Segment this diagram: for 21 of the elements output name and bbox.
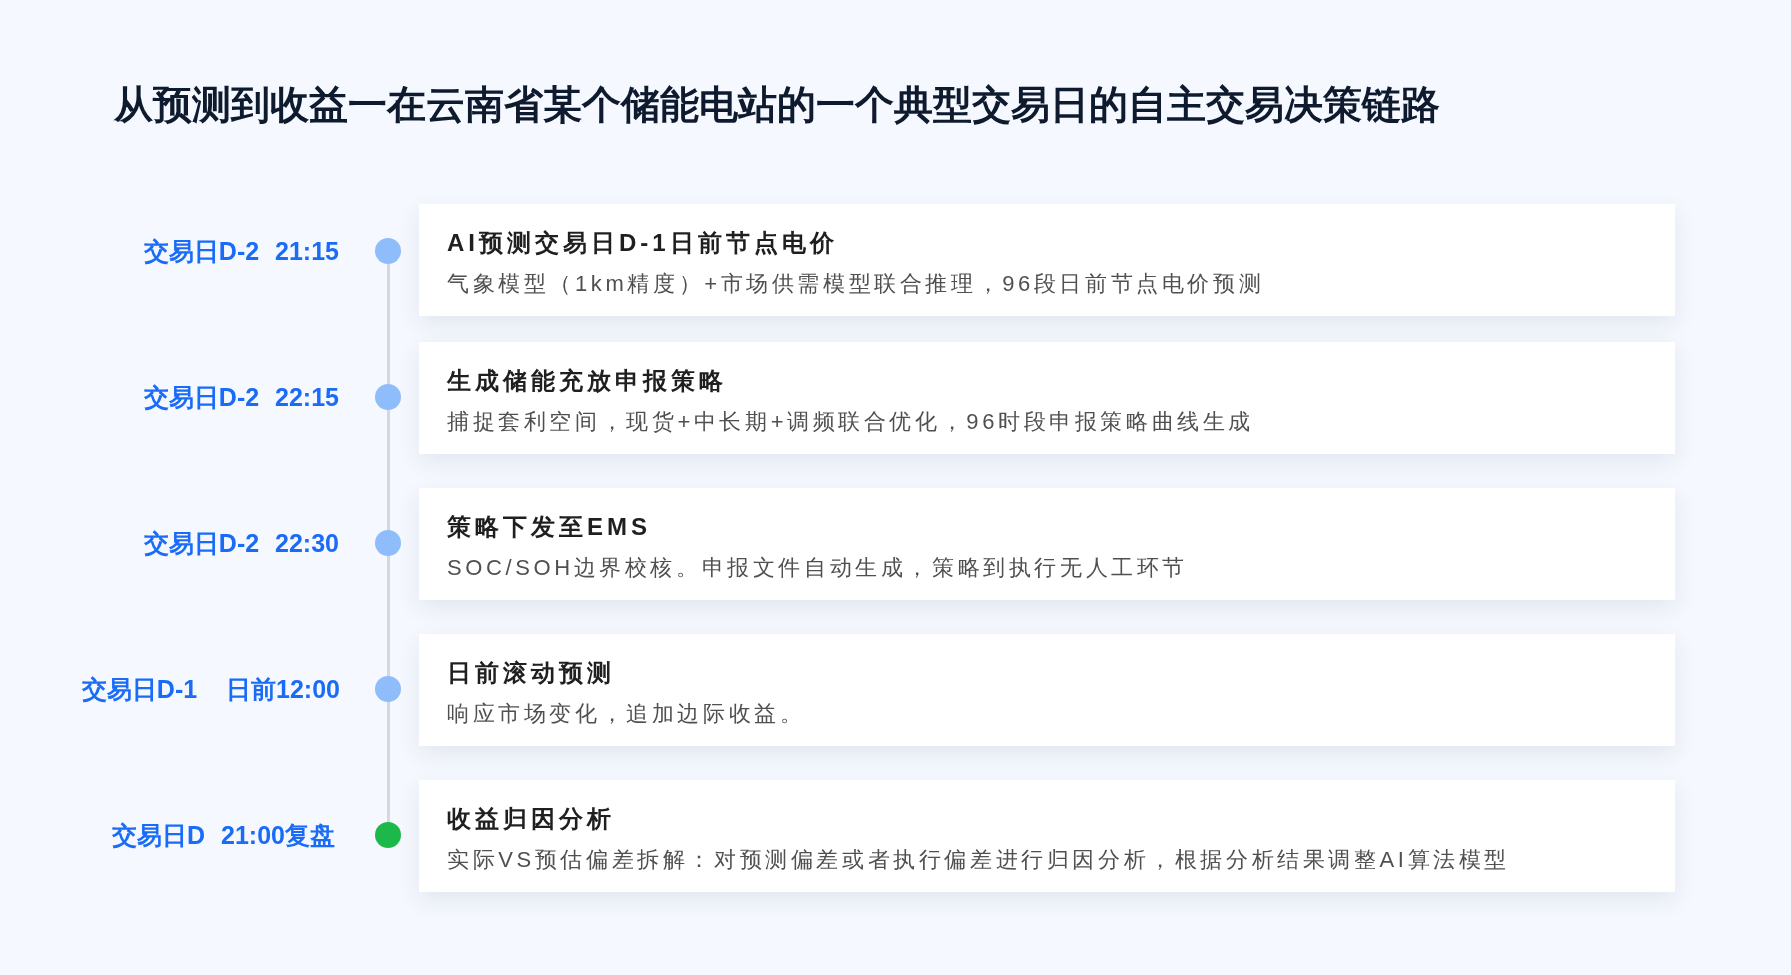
card-heading: 策略下发至EMS	[447, 512, 651, 542]
title: 从预测到收益一在云南省某个储能电站的一个典型交易日的自主交易决策链路	[114, 82, 1440, 128]
time-label: 交易日D-2 22:15	[143, 382, 339, 413]
card-description: 响应市场变化，追加边际收益。	[447, 700, 806, 728]
timeline-card	[419, 634, 1675, 746]
card-heading: 收益归因分析	[447, 804, 615, 834]
timeline-card	[419, 780, 1675, 892]
card-heading: AI预测交易日D-1日前节点电价	[447, 228, 838, 258]
card-description: 实际VS预估偏差拆解：对预测偏差或者执行偏差进行归因分析，根据分析结果调整AI算法模型	[447, 846, 1510, 874]
timeline-card	[419, 204, 1675, 316]
time-label: 交易日D-2 21:15	[143, 236, 339, 267]
timeline-card	[419, 342, 1675, 454]
card-description: 气象模型（1km精度）+市场供需模型联合推理，96段日前节点电价预测	[447, 270, 1265, 298]
card-description: SOC/SOH边界校核。申报文件自动生成，策略到执行无人工环节	[447, 554, 1189, 582]
timeline-card	[419, 488, 1675, 600]
time-label: 交易日D-2 22:30	[143, 528, 339, 559]
time-label: 交易日D-1 日前12:00	[81, 674, 340, 705]
time-label: 交易日D 21:00复盘	[112, 820, 335, 851]
card-heading: 日前滚动预测	[447, 658, 615, 688]
card-description: 捕捉套利空间，现货+中长期+调频联合优化，96时段申报策略曲线生成	[447, 408, 1254, 436]
card-heading: 生成储能充放申报策略	[447, 366, 727, 396]
